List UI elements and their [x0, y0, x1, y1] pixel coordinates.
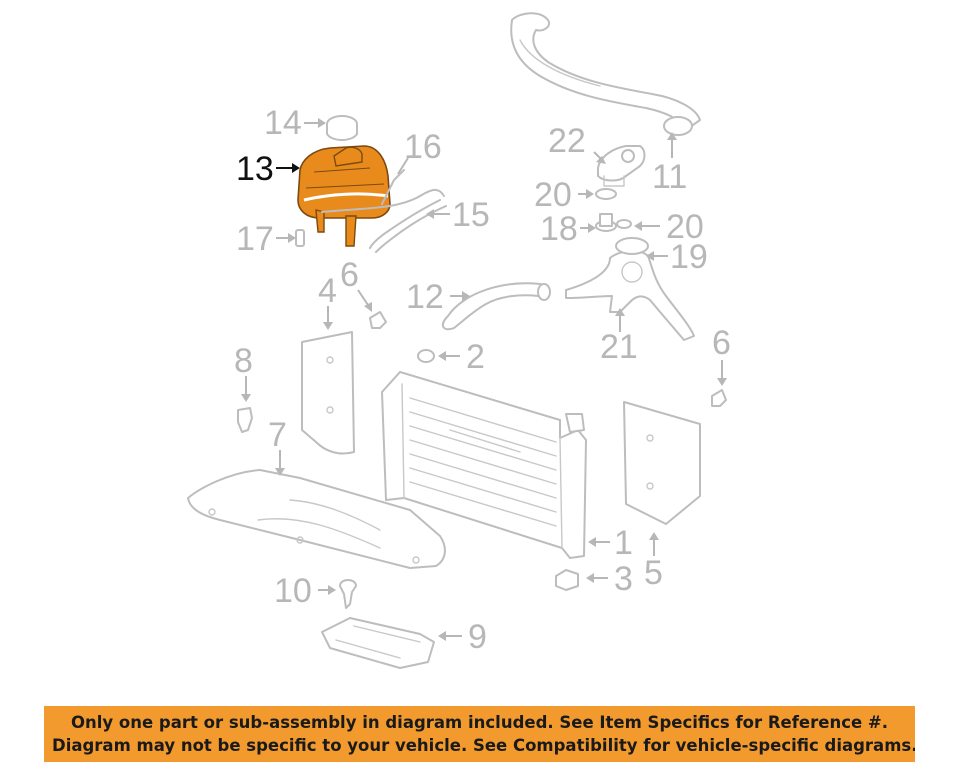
callout-17: 17 [236, 220, 274, 258]
callout-21: 21 [600, 328, 638, 366]
callout-4: 4 [318, 272, 337, 310]
water-inlet-housing-part [565, 237, 695, 341]
callout-1: 1 [614, 524, 633, 562]
callout-14: 14 [264, 104, 302, 142]
callout-8: 8 [234, 342, 253, 380]
callout-3: 3 [614, 560, 633, 598]
callout-10: 10 [274, 572, 312, 610]
callout-13: 13 [236, 150, 274, 188]
callout-5: 5 [644, 554, 663, 592]
callout-9: 9 [468, 618, 487, 656]
gasket-upper-part [595, 188, 617, 200]
callout-11: 11 [652, 158, 687, 196]
left-side-baffle-part [301, 331, 355, 455]
callout-6-left: 6 [340, 256, 359, 294]
callout-19: 19 [670, 238, 708, 276]
retainer-lower-part [339, 579, 357, 609]
callout-16: 16 [404, 128, 442, 166]
leader-lines [241, 118, 727, 641]
radiator-part [381, 371, 587, 559]
callout-18: 18 [540, 210, 578, 248]
drain-plug-lower-part [555, 569, 579, 591]
callout-2: 2 [466, 338, 485, 376]
push-retainer-part [237, 407, 253, 433]
water-outlet-housing-part [597, 145, 646, 187]
push-pin-right-part [711, 389, 727, 407]
parts-diagram: 14 13 16 15 17 22 11 20 18 20 19 21 12 6… [187, 12, 731, 669]
callout-20-upper: 20 [534, 176, 572, 214]
splash-shield-part [321, 617, 435, 669]
callout-7: 7 [268, 416, 287, 454]
callout-6-right: 6 [712, 324, 731, 362]
upper-radiator-hose-part [510, 12, 701, 136]
drain-plug-part [417, 349, 435, 363]
lower-air-deflector-part [187, 469, 446, 569]
right-side-baffle-part [623, 401, 701, 525]
notice-banner: Only one part or sub-assembly in diagram… [44, 706, 915, 762]
callout-12: 12 [406, 278, 444, 316]
thermostat-part [595, 213, 617, 232]
callout-20-lower: 20 [666, 208, 704, 246]
surge-tank-cap-part [326, 115, 358, 141]
callout-22: 22 [548, 122, 586, 160]
callout-15: 15 [452, 196, 490, 234]
coolant-surge-tank-part [297, 145, 391, 247]
push-pin-left-part [369, 311, 387, 329]
notice-line-2: Diagram may not be specific to your vehi… [52, 736, 915, 755]
lower-radiator-hose-part [441, 282, 551, 331]
gasket-lower-part [616, 219, 632, 229]
clip-part [295, 229, 305, 247]
callout-labels: 14 13 16 15 17 22 11 20 18 20 19 21 12 6… [234, 104, 731, 656]
notice-line-1: Only one part or sub-assembly in diagram… [70, 713, 889, 732]
